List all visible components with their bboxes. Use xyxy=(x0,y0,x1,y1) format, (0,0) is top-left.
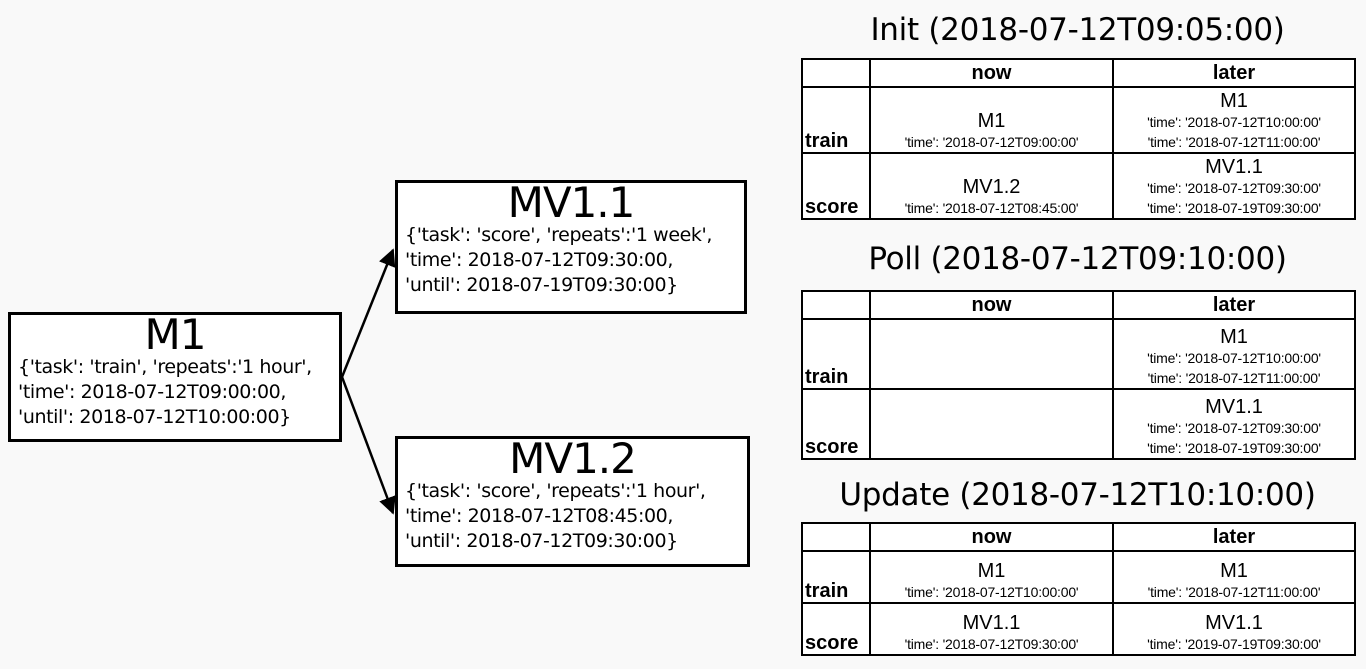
time-entry: 'time': '2018-07-12T08:45:00' xyxy=(904,200,1079,216)
column-header-now: now xyxy=(869,58,1114,88)
model-name: M1 xyxy=(1220,560,1248,582)
model-name: MV1.1 xyxy=(1205,612,1263,634)
time-entry: 'time': '2019-07-19T09:30:00' xyxy=(1147,636,1321,652)
update-train-later-cell: M1 'time': '2018-07-12T11:00:00' xyxy=(1112,550,1356,604)
node-mv12-line: {'task': 'score', 'repeats':'1 hour', xyxy=(405,480,706,502)
model-name: MV1.1 xyxy=(1205,156,1263,178)
column-header-later: later xyxy=(1112,522,1356,552)
column-header-now: now xyxy=(869,522,1114,552)
model-name: M1 xyxy=(977,110,1006,132)
row-header-train: train xyxy=(801,550,871,604)
time-entry: 'time': '2018-07-12T11:00:00' xyxy=(1147,134,1321,150)
poll-score-later-cell: MV1.1 'time': '2018-07-12T09:30:00' 'tim… xyxy=(1112,388,1356,460)
time-entry: 'time': '2018-07-12T09:30:00' xyxy=(904,636,1079,652)
init-score-later-cell: MV1.1 'time': '2018-07-12T09:30:00' 'tim… xyxy=(1112,152,1356,220)
update-section-title: Update (2018-07-12T10:10:00) xyxy=(839,477,1316,513)
column-header-now: now xyxy=(869,290,1114,320)
node-mv12-line: 'until': 2018-07-12T09:30:00} xyxy=(405,530,678,552)
node-m1-line: 'until': 2018-07-12T10:00:00} xyxy=(18,406,291,428)
arrow-m1-to-mv12 xyxy=(340,376,396,515)
node-m1: M1 {'task': 'train', 'repeats':'1 hour',… xyxy=(8,312,342,442)
header-corner xyxy=(801,290,871,320)
node-mv11: MV1.1 {'task': 'score', 'repeats':'1 wee… xyxy=(395,180,747,314)
update-train-now-cell: M1 'time': '2018-07-12T10:00:00' xyxy=(869,550,1114,604)
node-mv12-line: 'time': 2018-07-12T08:45:00, xyxy=(405,505,674,527)
model-name: MV1.1 xyxy=(962,612,1021,634)
node-mv11-title: MV1.1 xyxy=(507,178,636,227)
poll-train-later-cell: M1 'time': '2018-07-12T10:00:00' 'time':… xyxy=(1112,318,1356,390)
model-name: M1 xyxy=(977,560,1006,582)
init-train-later-cell: M1 'time': '2018-07-12T10:00:00' 'time':… xyxy=(1112,86,1356,154)
model-name: M1 xyxy=(1220,90,1248,112)
node-m1-title: M1 xyxy=(144,310,207,359)
model-name: MV1.2 xyxy=(962,176,1021,198)
node-mv11-line: 'until': 2018-07-19T09:30:00} xyxy=(405,274,678,296)
column-header-later: later xyxy=(1112,290,1356,320)
node-m1-line: 'time': 2018-07-12T09:00:00, xyxy=(18,381,287,403)
update-score-later-cell: MV1.1 'time': '2019-07-19T09:30:00' xyxy=(1112,602,1356,656)
time-entry: 'time': '2018-07-12T11:00:00' xyxy=(1147,584,1321,600)
header-corner xyxy=(801,58,871,88)
time-entry: 'time': '2018-07-12T10:00:00' xyxy=(904,584,1079,600)
init-train-now-cell: M1 'time': '2018-07-12T09:00:00' xyxy=(869,86,1114,154)
row-header-train: train xyxy=(801,86,871,154)
row-header-score: score xyxy=(801,388,871,460)
update-table: now later train M1 'time': '2018-07-12T1… xyxy=(801,522,1356,656)
time-entry: 'time': '2018-07-12T09:30:00' xyxy=(1147,180,1321,196)
poll-section-title: Poll (2018-07-12T09:10:00) xyxy=(868,241,1287,277)
poll-train-now-cell xyxy=(869,318,1114,390)
init-score-now-cell: MV1.2 'time': '2018-07-12T08:45:00' xyxy=(869,152,1114,220)
init-table: now later train M1 'time': '2018-07-12T0… xyxy=(801,58,1356,220)
column-header-later: later xyxy=(1112,58,1356,88)
node-m1-line: {'task': 'train', 'repeats':'1 hour', xyxy=(18,356,312,378)
time-entry: 'time': '2018-07-12T09:30:00' xyxy=(1147,420,1321,436)
time-entry: 'time': '2018-07-12T10:00:00' xyxy=(1147,114,1321,130)
init-section-title: Init (2018-07-12T09:05:00) xyxy=(870,12,1285,48)
row-header-train: train xyxy=(801,318,871,390)
time-entry: 'time': '2018-07-19T09:30:00' xyxy=(1147,440,1321,456)
model-name: M1 xyxy=(1220,326,1248,348)
model-name: MV1.1 xyxy=(1205,396,1263,418)
poll-score-now-cell xyxy=(869,388,1114,460)
row-header-score: score xyxy=(801,602,871,656)
node-mv12: MV1.2 {'task': 'score', 'repeats':'1 hou… xyxy=(395,436,750,567)
node-mv11-line: 'time': 2018-07-12T09:30:00, xyxy=(405,249,674,271)
update-score-now-cell: MV1.1 'time': '2018-07-12T09:30:00' xyxy=(869,602,1114,656)
node-mv12-title: MV1.2 xyxy=(509,434,637,483)
time-entry: 'time': '2018-07-12T11:00:00' xyxy=(1147,370,1321,386)
row-header-score: score xyxy=(801,152,871,220)
arrow-m1-to-mv11 xyxy=(340,248,396,378)
time-entry: 'time': '2018-07-12T10:00:00' xyxy=(1147,350,1321,366)
time-entry: 'time': '2018-07-12T09:00:00' xyxy=(904,134,1079,150)
node-mv11-line: {'task': 'score', 'repeats':'1 week', xyxy=(405,224,712,246)
time-entry: 'time': '2018-07-19T09:30:00' xyxy=(1147,200,1321,216)
header-corner xyxy=(801,522,871,552)
poll-table: now later train M1 'time': '2018-07-12T1… xyxy=(801,290,1356,460)
